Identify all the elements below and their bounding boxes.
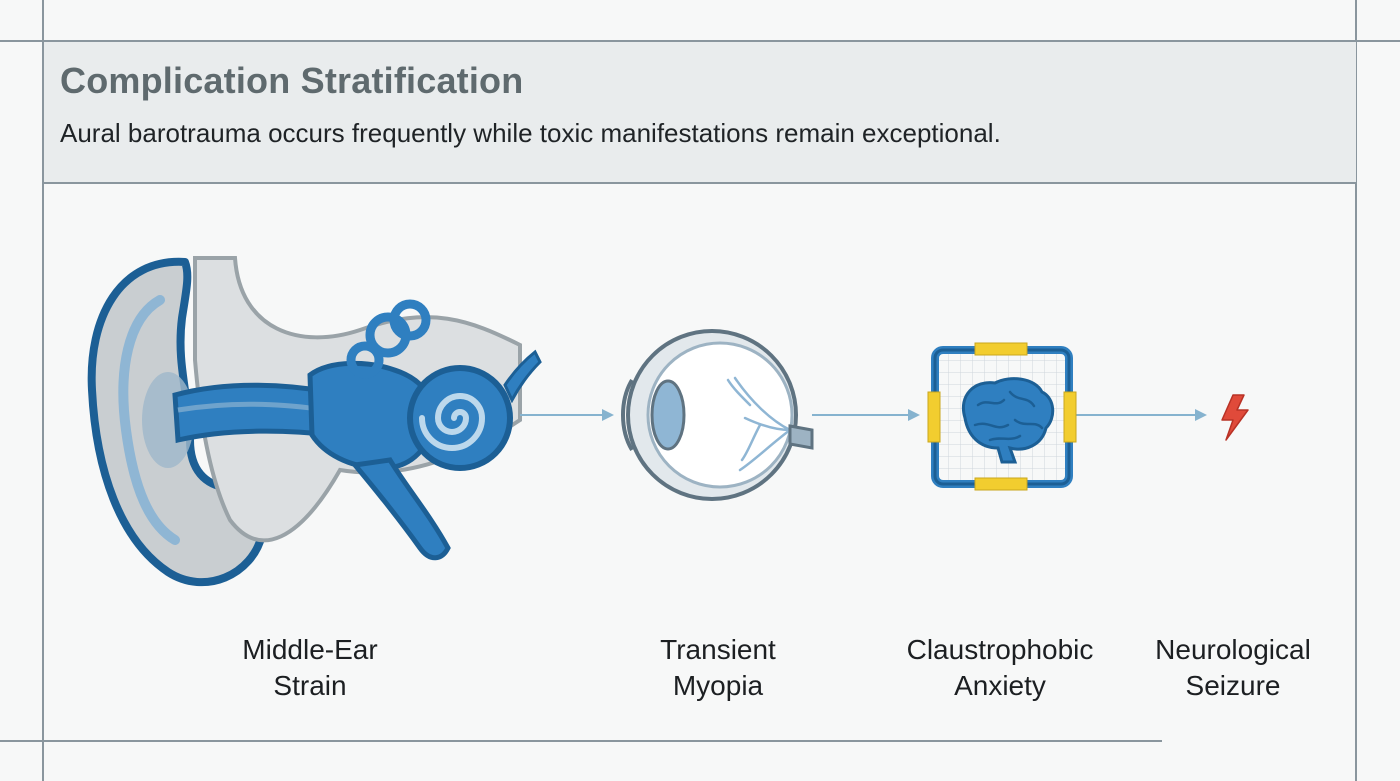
frame-right-line — [1355, 0, 1357, 781]
frame-top-line — [0, 40, 1400, 42]
header-panel: Complication Stratification Aural barotr… — [44, 42, 1356, 184]
lightning-bolt-icon — [1221, 394, 1249, 441]
step-label-middle-ear-strain: Middle-Ear Strain — [242, 634, 378, 701]
brain-enclosure-icon — [927, 342, 1077, 491]
eyeball-icon — [621, 329, 814, 501]
frame-left-line — [42, 0, 44, 781]
page-title: Complication Stratification — [60, 60, 524, 101]
ear-anatomy-icon — [87, 256, 542, 586]
frame-bottom-line — [0, 740, 1162, 742]
step-label-claustrophobic-anxiety: Claustrophobic Anxiety — [906, 634, 1094, 701]
step-label-transient-myopia: Transient Myopia — [660, 634, 776, 701]
step-label-neurological-seizure: Neurological Seizure — [1155, 634, 1311, 701]
page-subtitle: Aural barotrauma occurs frequently while… — [60, 118, 1001, 148]
